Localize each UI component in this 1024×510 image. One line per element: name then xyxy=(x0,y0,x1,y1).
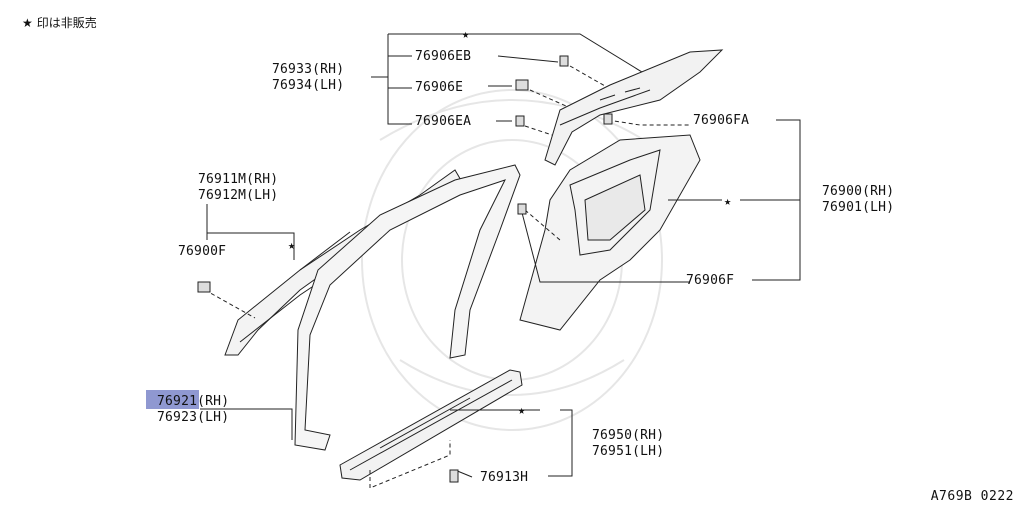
part-callout-76913H[interactable]: 76913H xyxy=(480,470,529,485)
part-callout-76921[interactable]: 76921(RH) xyxy=(157,394,230,409)
leader-top-star xyxy=(388,33,656,81)
clip-76900F-icon xyxy=(197,281,211,293)
star-icon: ★ xyxy=(22,16,33,30)
diagram-code: A769B 0222 xyxy=(930,489,1014,504)
part-callout-76951[interactable]: 76951(LH) xyxy=(592,444,665,459)
part-callout-76900[interactable]: 76900(RH) xyxy=(822,184,895,199)
clip-76906EB-icon xyxy=(559,55,569,67)
selected-part-highlight xyxy=(146,390,199,409)
part-callout-76934[interactable]: 76934(LH) xyxy=(272,78,345,93)
star-icon: ★ xyxy=(518,403,526,417)
part-callout-76906EB[interactable]: 76906EB xyxy=(415,49,472,64)
star-icon: ★ xyxy=(462,27,470,41)
part-callout-76912M[interactable]: 76912M(LH) xyxy=(198,188,279,203)
part-callout-76923[interactable]: 76923(LH) xyxy=(157,410,230,425)
star-icon: ★ xyxy=(724,194,732,208)
clip-76906FA-icon xyxy=(603,113,613,125)
part-callout-76906FA[interactable]: 76906FA xyxy=(693,113,750,128)
part-callout-76900F[interactable]: 76900F xyxy=(178,244,227,259)
clip-76906F-icon xyxy=(517,203,527,215)
legend-text: 印は非販売 xyxy=(36,16,97,30)
part-callout-76911M[interactable]: 76911M(RH) xyxy=(198,172,279,187)
part-callout-76906E[interactable]: 76906E xyxy=(415,80,464,95)
clip-76906E-icon xyxy=(515,79,529,91)
part-callout-76901[interactable]: 76901(LH) xyxy=(822,200,895,215)
part-callout-76906EA[interactable]: 76906EA xyxy=(415,114,472,129)
clip-76906EA-icon xyxy=(515,115,525,127)
part-callout-76950[interactable]: 76950(RH) xyxy=(592,428,665,443)
part-callout-76906F[interactable]: 76906F xyxy=(686,273,735,288)
star-icon: ★ xyxy=(288,238,296,252)
legend: ★印は非販売 xyxy=(22,14,97,31)
part-callout-76933[interactable]: 76933(RH) xyxy=(272,62,345,77)
clip-76913H-icon xyxy=(449,469,459,483)
